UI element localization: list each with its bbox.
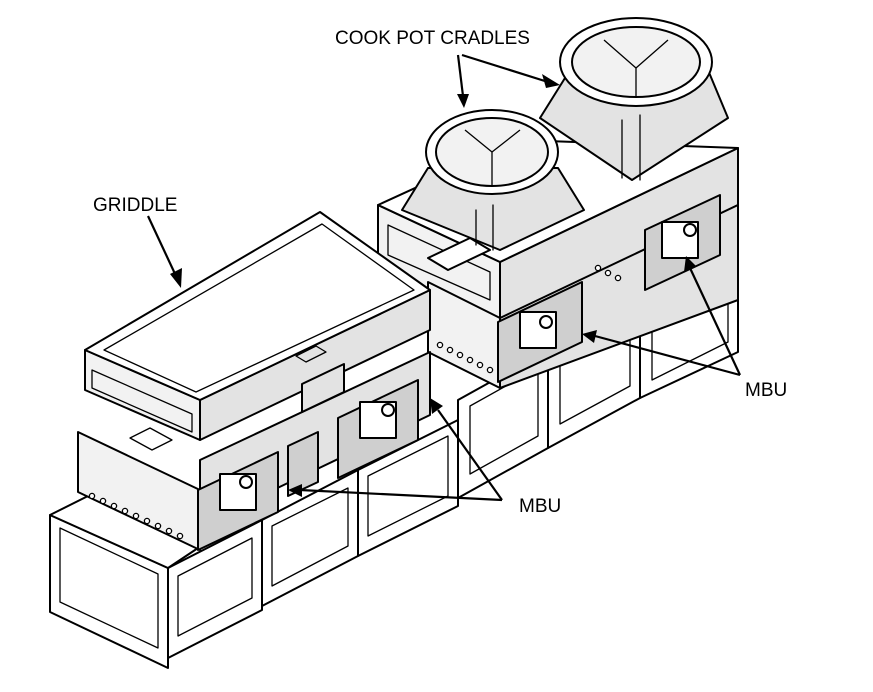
leader-cook-pot-cradles bbox=[456, 53, 560, 108]
stand-front-left bbox=[49, 419, 459, 669]
leader-mbu-bottom bbox=[288, 398, 503, 502]
label-griddle: GRIDDLE bbox=[93, 195, 177, 216]
leader-mbu-right bbox=[582, 256, 741, 377]
label-mbu-right: MBU bbox=[745, 380, 787, 401]
griddle-module bbox=[77, 211, 431, 551]
cook-pot-cradle-small bbox=[401, 109, 585, 251]
leader-griddle bbox=[147, 215, 182, 288]
cook-pot-cradle-large bbox=[539, 17, 729, 181]
label-cook-pot-cradles: COOK POT CRADLES bbox=[335, 28, 530, 49]
label-mbu-bottom: MBU bbox=[519, 496, 561, 517]
